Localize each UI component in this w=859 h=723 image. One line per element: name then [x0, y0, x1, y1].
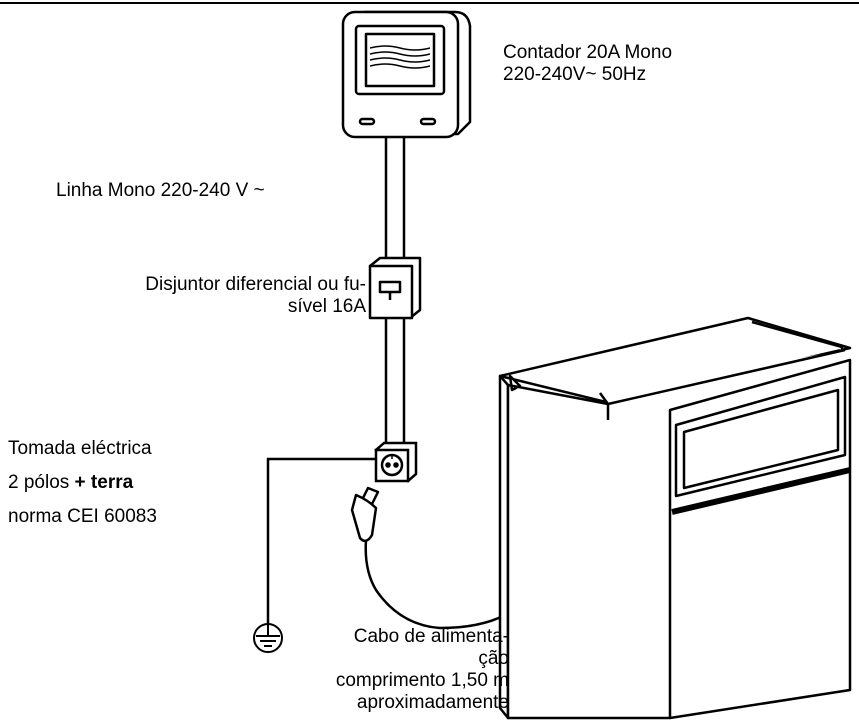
power-cable	[364, 539, 506, 630]
cable-label: Cabo de alimenta- ção comprimento 1,50 m…	[336, 626, 509, 714]
earth-wire	[266, 457, 376, 625]
socket-label-poles: 2 pólos	[8, 472, 75, 493]
line-label: Linha Mono 220-240 V ~	[56, 180, 265, 201]
breaker-icon	[368, 256, 422, 320]
cable-label-line1: Cabo de alimenta-	[353, 626, 509, 647]
socket-label: Tomada eléctrica 2 pólos + terra norma C…	[8, 432, 157, 534]
breaker-label-line2: sível 16A	[287, 296, 366, 317]
cable-label-line2: ção	[478, 648, 509, 669]
oven-icon	[498, 316, 852, 720]
socket-icon	[374, 441, 418, 483]
conduit-upper	[384, 137, 406, 258]
meter-icon	[341, 10, 472, 139]
cable-label-line3: comprimento 1,50 m	[335, 670, 509, 691]
plug-icon	[350, 486, 380, 543]
meter-label: Contador 20A Mono 220-240V~ 50Hz	[503, 42, 672, 86]
earth-symbol-icon	[253, 623, 283, 653]
conduit-lower	[384, 318, 406, 443]
socket-label-line3: norma CEI 60083	[8, 506, 157, 527]
meter-label-line1: Contador 20A Mono	[503, 42, 673, 63]
socket-label-line1: Tomada eléctrica	[8, 438, 152, 459]
breaker-label: Disjuntor diferencial ou fu- sível 16A	[145, 274, 366, 318]
meter-label-line2: 220-240V~ 50Hz	[503, 64, 647, 85]
socket-label-line2: 2 pólos + terra	[8, 466, 157, 500]
breaker-label-line1: Disjuntor diferencial ou fu-	[145, 274, 366, 295]
socket-label-earth: + terra	[74, 472, 134, 493]
cable-label-line4: aproximadamente	[356, 692, 509, 713]
